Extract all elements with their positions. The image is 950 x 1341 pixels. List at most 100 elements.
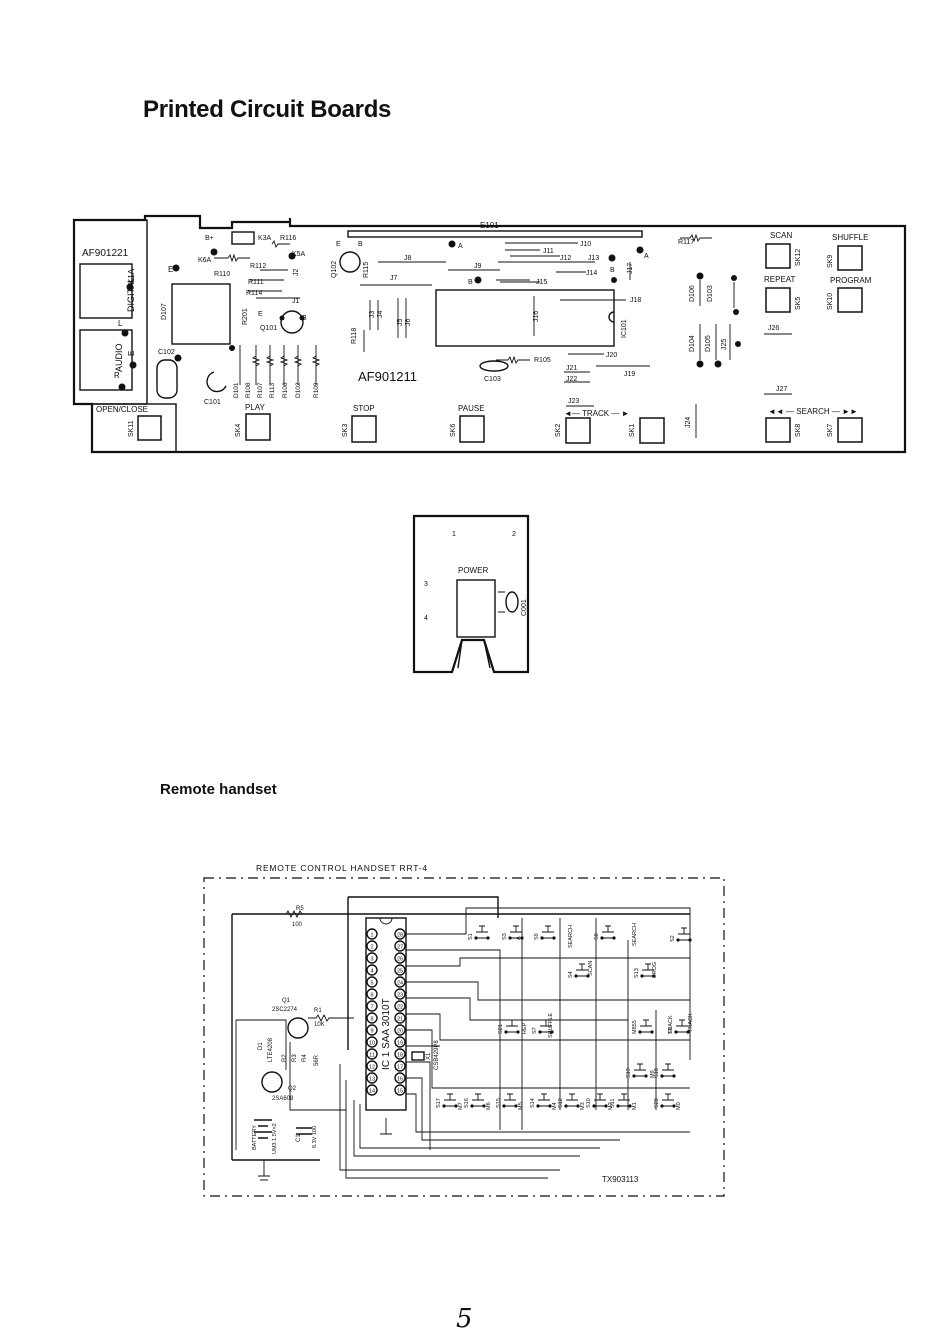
svg-text:Q1: Q1: [282, 998, 291, 1004]
ic-pin-right-number: 24: [397, 980, 403, 986]
svg-text:J6: J6: [405, 319, 412, 327]
svg-text:IC101: IC101: [621, 319, 628, 338]
svg-text:56R: 56R: [314, 1054, 320, 1066]
svg-text:SK12: SK12: [795, 249, 802, 266]
remote-switch-key: M2: [608, 1102, 614, 1110]
ic-pin-left: [366, 1036, 378, 1048]
label-e101: E101: [480, 221, 499, 230]
main-board-id: AF901211: [358, 369, 417, 384]
ic-pin-left: [366, 1060, 378, 1072]
key-stop[interactable]: STOP SK3: [342, 404, 377, 443]
svg-text:SK9: SK9: [827, 255, 834, 268]
ic-pin-right: [394, 1000, 406, 1012]
remote-switch-function: TRACK: [668, 1015, 674, 1034]
remote-switch-label: S1: [468, 933, 474, 940]
svg-text:SK3: SK3: [342, 424, 349, 437]
svg-text:R111: R111: [248, 279, 264, 286]
key-pause[interactable]: PAUSE SK6: [450, 404, 485, 443]
svg-text:SK6: SK6: [450, 424, 457, 437]
svg-text:C1: C1: [296, 1134, 302, 1142]
key-track-back[interactable]: ◄— TRACK — ► SK2: [555, 409, 629, 444]
ic-pin-right: [394, 1048, 406, 1060]
remote-switch-function: TRACK: [688, 1013, 694, 1032]
remote-switch-function: REP: [522, 1022, 528, 1034]
svg-text:OPEN/CLOSE: OPEN/CLOSE: [96, 405, 148, 414]
svg-text:J13: J13: [588, 255, 599, 262]
svg-text:PAUSE: PAUSE: [458, 404, 485, 413]
key-search-forward[interactable]: SK7: [827, 417, 863, 443]
remote-switch-label: S13: [634, 968, 640, 978]
main-pcb-keys: OPEN/CLOSE SK11 PLAY SK4 STOP SK3 PAUSE …: [96, 231, 872, 444]
svg-text:D104: D104: [689, 335, 696, 352]
schematic-title: REMOTE CONTROL HANDSET RRT-4: [256, 863, 428, 873]
svg-text:J26: J26: [768, 325, 779, 332]
key-open-close[interactable]: OPEN/CLOSE SK11: [96, 405, 162, 441]
ic-pin-left-number: 5: [370, 980, 373, 986]
svg-text:R5: R5: [296, 906, 304, 912]
svg-text:D1: D1: [258, 1042, 264, 1050]
remote-switch-label: S20: [654, 1098, 660, 1108]
svg-text:PROGRAM: PROGRAM: [830, 276, 872, 285]
key-scan[interactable]: SCAN SK12: [765, 231, 802, 269]
remote-switch: S16: [464, 1093, 486, 1108]
side-label-e: E: [127, 351, 136, 356]
remote-switch: S18: [654, 1063, 676, 1078]
ic-pin-right-number: 15: [397, 1088, 403, 1094]
remote-switch: S7: [532, 1019, 554, 1034]
key-repeat[interactable]: REPEAT SK5: [764, 275, 802, 313]
ic-pin-right-number: 22: [397, 1004, 403, 1010]
svg-text:J20: J20: [606, 352, 617, 359]
svg-text:J24: J24: [685, 417, 692, 428]
key-search-back[interactable]: ◄◄ — SEARCH — ►► SK8: [765, 407, 858, 443]
ic-pin-right: [394, 1036, 406, 1048]
remote-switch: S13: [634, 963, 656, 978]
svg-text:E: E: [336, 241, 341, 248]
remote-switch-key: M7: [458, 1102, 464, 1110]
svg-text:2SC2274: 2SC2274: [272, 1007, 298, 1013]
ic-pin-left: [366, 1048, 378, 1060]
svg-text:J10: J10: [580, 241, 591, 248]
key-shuffle[interactable]: SHUFFLE SK9: [827, 233, 868, 271]
remote-switch-label: S6: [668, 1027, 674, 1034]
key-play[interactable]: PLAY SK4: [235, 403, 271, 441]
side-label-l: L: [118, 319, 123, 328]
svg-text:LTE4208: LTE4208: [268, 1037, 274, 1062]
ic-pin-left-number: 9: [370, 1028, 373, 1034]
svg-text:R1: R1: [314, 1008, 322, 1014]
svg-text:K3A: K3A: [258, 235, 272, 242]
svg-text:J11: J11: [543, 248, 554, 255]
svg-text:Q2: Q2: [288, 1086, 297, 1092]
remote-switch-label: S18: [654, 1068, 660, 1078]
svg-text:X1: X1: [426, 1052, 432, 1060]
remote-switch: S19: [626, 1063, 648, 1078]
key-track-forward[interactable]: SK1: [629, 417, 665, 444]
ic-pin-right: [394, 1072, 406, 1084]
svg-text:J25: J25: [721, 339, 728, 350]
ic-pin-right-number: 26: [397, 956, 403, 962]
svg-text:SK4: SK4: [235, 424, 242, 437]
svg-text:J18: J18: [630, 297, 641, 304]
page-title: Printed Circuit Boards: [143, 96, 392, 123]
ic-pin-right-number: 27: [397, 944, 403, 950]
remote-switch-label: S2: [670, 935, 676, 942]
ic-pin-right: [394, 1084, 406, 1096]
ic-pin-left: [366, 1072, 378, 1084]
remote-switch-function: SHUFFLE: [548, 1013, 554, 1038]
key-program[interactable]: PROGRAM SK10: [827, 276, 872, 313]
svg-text:SCAN: SCAN: [770, 231, 792, 240]
side-board-id: AF901221: [82, 248, 129, 259]
svg-text:SK5: SK5: [795, 297, 802, 310]
ic-pin-right-number: 19: [397, 1040, 403, 1046]
remote-switch-key: M4: [552, 1102, 558, 1110]
svg-text:R113: R113: [269, 383, 276, 398]
power-capacitor: C001: [521, 599, 528, 616]
svg-text:◄— TRACK — ►: ◄— TRACK — ►: [564, 409, 629, 418]
svg-text:2SA608: 2SA608: [272, 1096, 294, 1102]
ic-pin-left-number: 14: [369, 1088, 375, 1094]
svg-text:J1: J1: [292, 298, 300, 305]
remote-switch-function: SCAN: [588, 961, 594, 976]
svg-text:2: 2: [512, 531, 516, 538]
ic-pin-left: [366, 1012, 378, 1024]
remote-switch-key: M5: [518, 1102, 524, 1110]
